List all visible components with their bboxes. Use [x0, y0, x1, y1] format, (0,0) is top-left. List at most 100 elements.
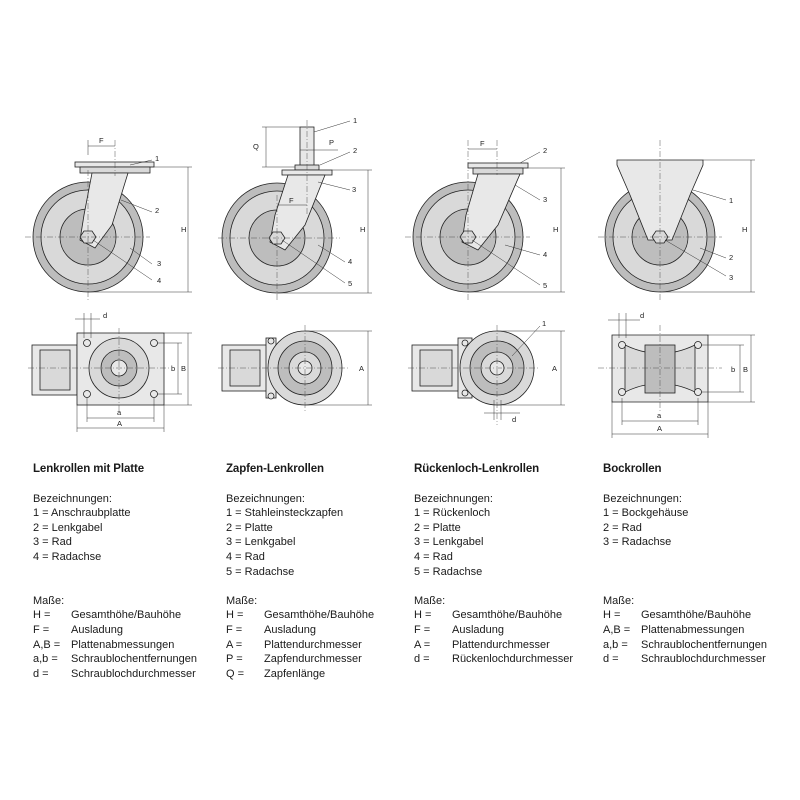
dimension-value: Gesamthöhe/Bauhöhe: [264, 609, 375, 622]
callout-1: 1: [353, 116, 357, 125]
column-rueckenloch-lenkrollen: Rückenloch-Lenkrollen Bezeichnungen: 1 =…: [414, 462, 599, 667]
callout-1: 1: [542, 319, 546, 328]
dimensions-heading: Maße:: [33, 594, 65, 607]
caster-boltehole-side-view: F H 2 3 4 5: [405, 139, 565, 300]
designation-item: 3 = Rad: [33, 536, 72, 549]
dim-A-label: A: [359, 364, 364, 373]
dimension-key: H =: [603, 609, 621, 622]
dim-Q-label: Q: [253, 142, 259, 151]
column-zapfen-lenkrollen: Zapfen-Lenkrollen Bezeichnungen: 1 = Sta…: [226, 462, 411, 681]
dim-b-label: b: [731, 365, 735, 374]
dimension-value: Plattenabmessungen: [71, 638, 175, 651]
dimension-key: d =: [603, 653, 619, 666]
dimension-key: H =: [226, 609, 244, 622]
dimension-key: A,B =: [603, 623, 631, 636]
dimension-value: Gesamthöhe/Bauhöhe: [452, 609, 563, 622]
dimension-key: Q =: [226, 667, 245, 680]
callout-5: 5: [348, 279, 352, 288]
callout-3: 3: [157, 259, 161, 268]
designation-item: 2 = Platte: [414, 521, 461, 534]
callout-2: 2: [155, 206, 159, 215]
designation-item: 1 = Rückenloch: [414, 507, 491, 520]
dimensions-heading: Maße:: [603, 594, 635, 607]
fixed-caster-side-view: H 1 2 3: [598, 140, 755, 300]
dim-H-label: H: [553, 225, 558, 234]
caster-plate-top-view: d a A b B: [28, 311, 192, 432]
designation-item: 4 = Rad: [226, 550, 265, 563]
designation-item: 2 = Lenkgabel: [33, 521, 103, 534]
dimension-value: Plattendurchmesser: [264, 638, 362, 651]
dimension-key: a,b =: [603, 638, 628, 651]
dim-F-label: F: [480, 139, 485, 148]
dimension-key: F =: [33, 623, 50, 636]
dimension-item: Q =Zapfenlänge: [226, 667, 411, 682]
callout-2: 2: [543, 146, 547, 155]
callout-3: 3: [352, 185, 356, 194]
dimension-key: F =: [226, 623, 243, 636]
column-title: Zapfen-Lenkrollen: [226, 463, 324, 475]
dim-F-label: F: [289, 196, 294, 205]
dimension-value: Ausladung: [71, 623, 123, 636]
designations-heading: Bezeichnungen:: [603, 492, 682, 505]
designation-item: 5 = Radachse: [226, 565, 295, 578]
designation-item: 2 = Rad: [603, 521, 642, 534]
dimension-key: d =: [33, 667, 49, 680]
dimension-item: A,B = Plattenabmessungen: [33, 638, 218, 653]
dimension-item: d = Rückenlochdurchmesser: [414, 652, 599, 667]
designations-heading: Bezeichnungen:: [226, 492, 305, 505]
callout-2: 2: [353, 146, 357, 155]
column-title: Lenkrollen mit Platte: [33, 463, 145, 475]
designation-item: 5 = Radachse: [414, 565, 483, 578]
dimension-key: A,B =: [33, 638, 61, 651]
callout-1: 1: [729, 196, 733, 205]
dimension-item: H = Gesamthöhe/Bauhöhe: [33, 608, 218, 623]
dimension-value: Rückenlochdurchmesser: [452, 653, 574, 666]
dimension-item: A = Plattendurchmesser: [414, 638, 599, 653]
callout-3: 3: [543, 195, 547, 204]
dimension-key: H =: [414, 609, 432, 622]
column-bockrollen: Bockrollen Bezeichnungen: 1 = Bockgehäus…: [603, 462, 788, 667]
dim-b-label: b: [171, 364, 175, 373]
dimension-value: Plattendurchmesser: [452, 638, 550, 651]
dimension-item: F = Ausladung: [33, 623, 218, 638]
dim-A-label: A: [657, 424, 662, 433]
designation-item: 3 = Radachse: [603, 536, 672, 549]
dim-H-label: H: [181, 225, 186, 234]
dimension-value: Ausladung: [452, 623, 504, 636]
dimension-item: a,b =Schraublochentfernungen: [33, 652, 218, 667]
dimension-item: A,B =Plattenabmessungen: [603, 623, 788, 638]
callout-4: 4: [157, 276, 161, 285]
dim-d-label: d: [640, 311, 644, 320]
designations-heading: Bezeichnungen:: [33, 492, 112, 505]
dimension-item: F =Ausladung: [226, 623, 411, 638]
dim-F-label: F: [99, 136, 104, 145]
designation-item: 1 = Stahleinsteckzapfen: [226, 507, 344, 520]
dimension-item: d = Schraublochdurchmesser: [603, 652, 788, 667]
dimension-key: H =: [33, 609, 51, 622]
dimension-item: H = Gesamthöhe/Bauhöhe: [226, 608, 411, 623]
callout-4: 4: [543, 250, 547, 259]
callout-2: 2: [729, 253, 733, 262]
caster-plate-side-view: F H 1 2 3 4: [25, 136, 192, 300]
dimension-item: H =Gesamthöhe/Bauhöhe: [603, 608, 788, 623]
caster-stem-side-view: Q P F H 1 2 3 4 5: [218, 116, 372, 300]
dimension-item: a,b =Schraublochentfernungen: [603, 638, 788, 653]
dimensions-heading: Maße:: [226, 594, 258, 607]
dimension-value: Schraublochdurchmesser: [71, 667, 196, 680]
dim-a-label: a: [117, 408, 122, 417]
dimension-key: d =: [414, 653, 430, 666]
column-title: Bockrollen: [603, 463, 662, 475]
dimension-key: A =: [414, 638, 431, 651]
dimension-value: Gesamthöhe/Bauhöhe: [71, 609, 182, 622]
dim-a-label: a: [657, 411, 662, 420]
dim-d-label: d: [103, 311, 107, 320]
dimension-value: Schraublochdurchmesser: [641, 653, 766, 666]
designation-item: 2 = Platte: [226, 521, 273, 534]
dimension-item: H = Gesamthöhe/Bauhöhe: [414, 608, 599, 623]
dim-B-label: B: [743, 365, 748, 374]
dim-H-label: H: [742, 225, 747, 234]
callout-1: 1: [155, 154, 159, 163]
dim-A-label: A: [117, 419, 122, 428]
callout-4: 4: [348, 257, 352, 266]
designation-item: 4 = Radachse: [33, 550, 102, 563]
